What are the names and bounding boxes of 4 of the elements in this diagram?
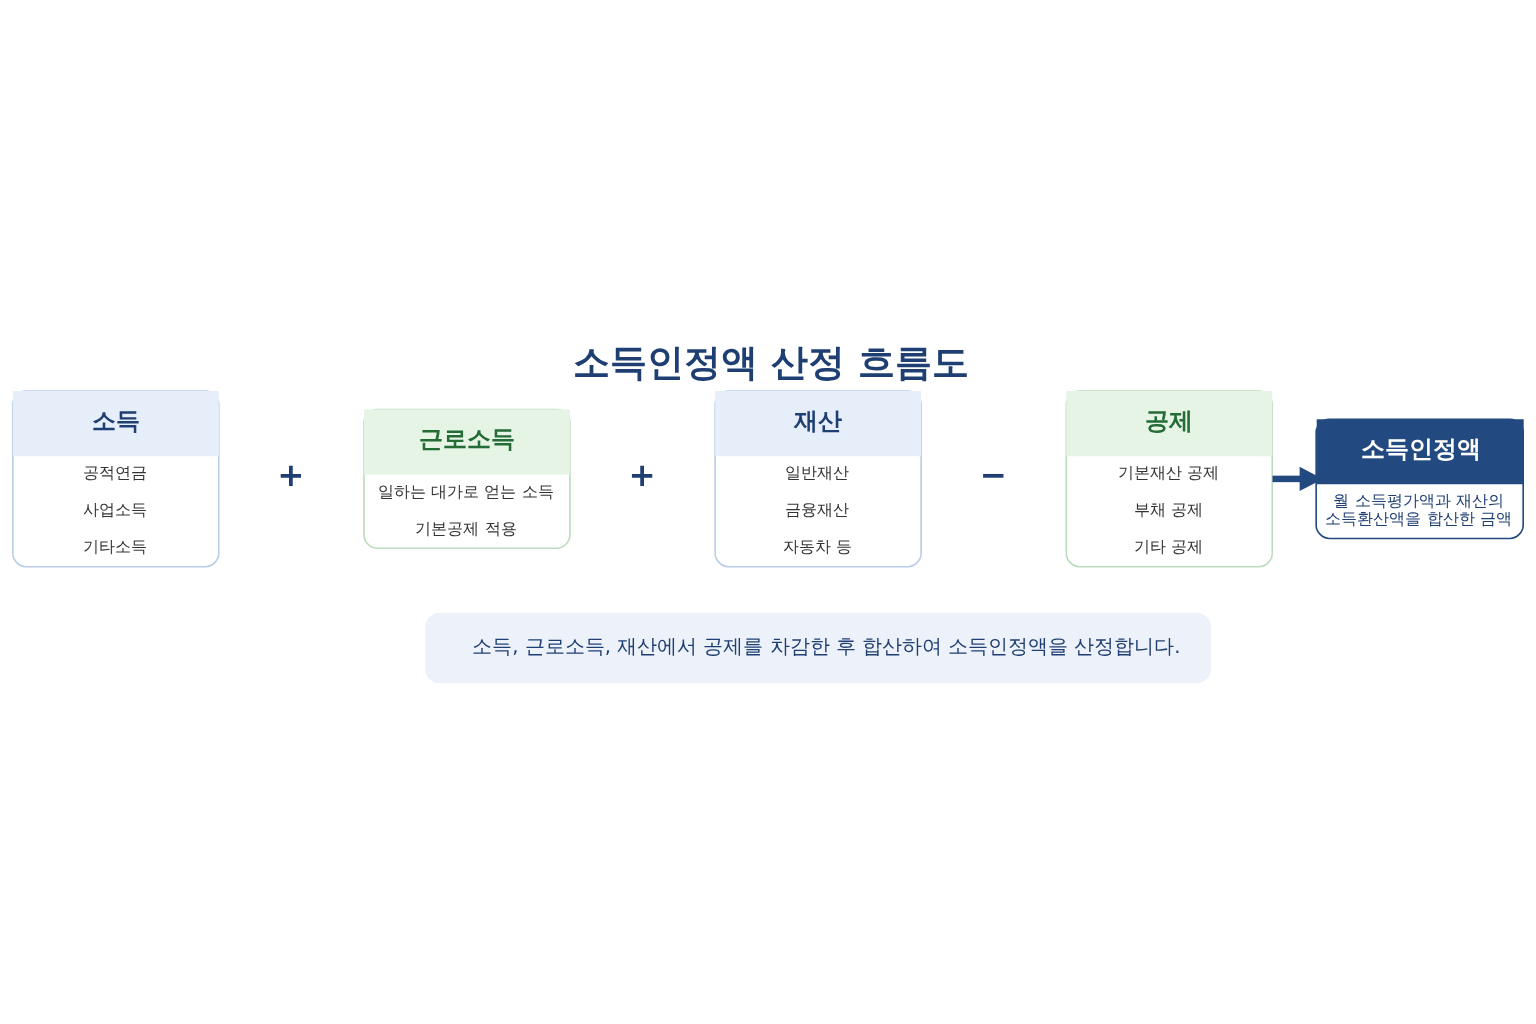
label: − xyxy=(979,455,1007,494)
diagram-title: 소득인정액 산정 흐름도 xyxy=(573,340,970,384)
label: + xyxy=(628,455,656,494)
label: + xyxy=(277,455,305,494)
